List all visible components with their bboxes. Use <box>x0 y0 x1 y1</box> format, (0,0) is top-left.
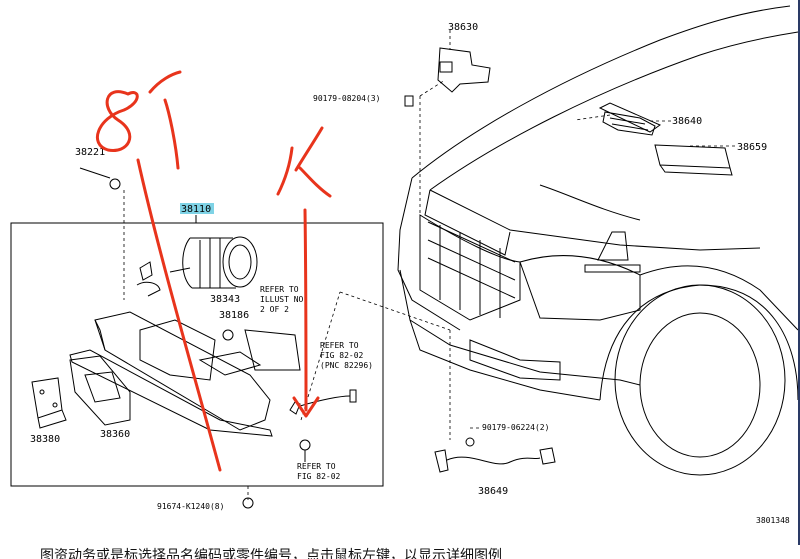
label-38659[interactable]: 38659 <box>737 142 767 153</box>
highlight-38110 <box>180 203 214 214</box>
svg-text:ILLUST NO.: ILLUST NO. <box>260 295 308 304</box>
compressor-38343 <box>169 236 258 289</box>
svg-text:FIG 82-02: FIG 82-02 <box>297 472 341 481</box>
leader-lines <box>123 30 735 500</box>
label-38630[interactable]: 38630 <box>448 22 478 33</box>
handwritten-annotation-8 <box>95 70 222 472</box>
harness-small <box>289 389 357 415</box>
svg-text:REFER TO: REFER TO <box>320 341 359 350</box>
handwritten-annotation-1 <box>276 126 332 418</box>
label-38640[interactable]: 38640 <box>672 116 702 127</box>
vehicle-outline <box>397 5 799 476</box>
figure-id: 3801348 <box>756 516 790 525</box>
window-frame-edge <box>798 0 800 545</box>
label-38343[interactable]: 38343 <box>210 294 240 305</box>
bottom-caption: 图资动务或是标选择品名编码或零件编号，点击鼠标左键，以显示详细图例 <box>0 545 800 559</box>
plate-38360 <box>69 355 131 426</box>
kit-box <box>10 222 384 487</box>
svg-text:REFER TO: REFER TO <box>297 462 336 471</box>
refer-note-fig-bottom[interactable]: REFER TO FIG 82-02 <box>297 462 341 481</box>
label-38221[interactable]: 38221 <box>75 147 105 158</box>
label-38360[interactable]: 38360 <box>100 429 130 440</box>
label-38186[interactable]: 38186 <box>219 310 249 321</box>
bracket-38630 <box>437 47 491 93</box>
bolt-38221 <box>79 167 121 190</box>
harness-38649 <box>434 437 556 473</box>
plate-38380 <box>31 377 67 429</box>
bracket-set <box>136 261 161 297</box>
svg-text:2 OF 2: 2 OF 2 <box>260 305 289 314</box>
svg-text:(PNC 82296): (PNC 82296) <box>320 361 373 370</box>
refer-note-illust[interactable]: REFER TO ILLUST NO. 2 OF 2 <box>260 285 308 314</box>
switch-38640 <box>602 111 656 136</box>
label-90179-06224[interactable]: 90179-06224(2) <box>482 423 549 432</box>
svg-text:FIG 82-02: FIG 82-02 <box>320 351 364 360</box>
svg-text:REFER TO: REFER TO <box>260 285 299 294</box>
label-91674[interactable]: 91674-K1240(8) <box>157 502 224 511</box>
label-38649[interactable]: 38649 <box>478 486 508 497</box>
bolt-bottom <box>242 439 311 509</box>
label-38110[interactable]: 38110 <box>181 204 211 215</box>
clip-90179-08204 <box>404 95 414 107</box>
label-38380[interactable]: 38380 <box>30 434 60 445</box>
refer-note-fig-top[interactable]: REFER TO FIG 82-02 (PNC 82296) <box>320 341 373 370</box>
label-90179-08204[interactable]: 90179-08204(3) <box>313 94 380 103</box>
mounting-frame <box>69 311 301 437</box>
